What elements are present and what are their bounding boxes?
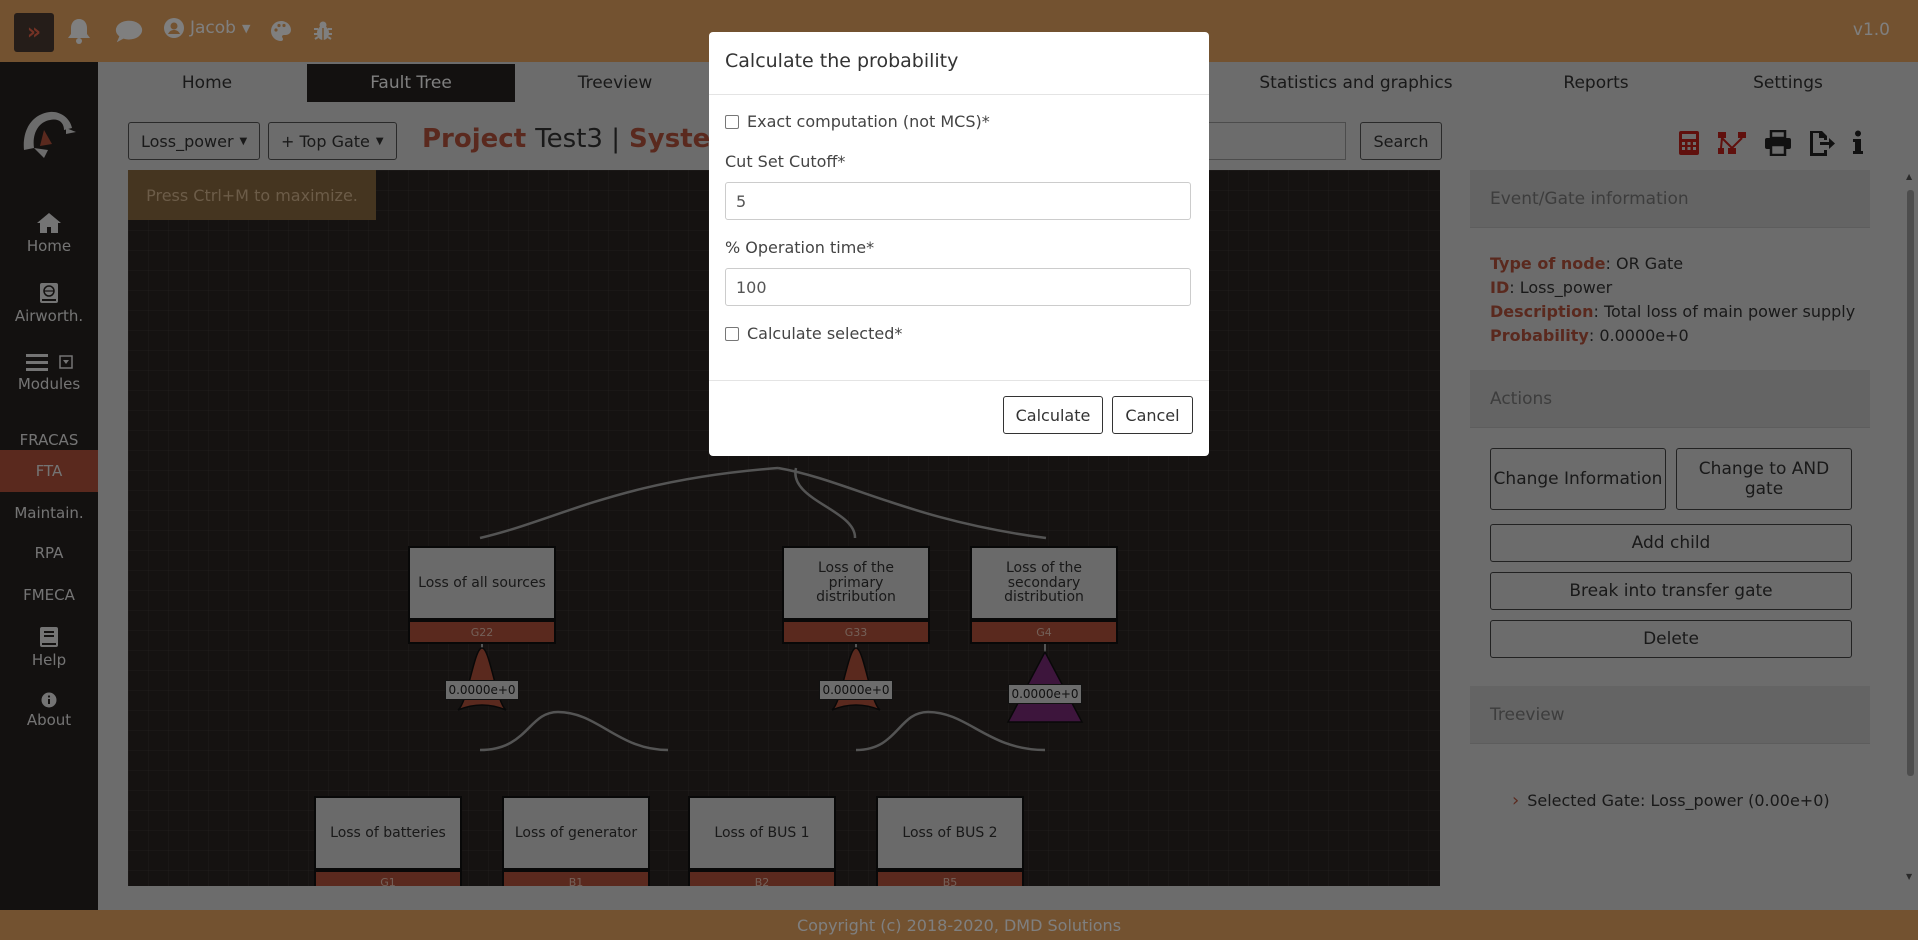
modal-title: Calculate the probability [725, 50, 959, 72]
cutoff-label: Cut Set Cutoff* [725, 152, 846, 171]
calculate-button[interactable]: Calculate [1003, 396, 1103, 434]
cutoff-input[interactable] [725, 182, 1191, 220]
operation-time-label: % Operation time* [725, 238, 875, 257]
modal-footer-divider [709, 380, 1209, 381]
modal-header-divider [709, 94, 1209, 95]
checkbox-box[interactable] [725, 114, 739, 129]
operation-time-input[interactable] [725, 268, 1191, 306]
checkbox-box[interactable] [725, 326, 739, 341]
calculate-probability-modal: Calculate the probability Exact computat… [709, 32, 1209, 456]
exact-computation-checkbox[interactable]: Exact computation (not MCS)* [725, 112, 990, 131]
cancel-button[interactable]: Cancel [1112, 396, 1193, 434]
calculate-selected-checkbox[interactable]: Calculate selected* [725, 324, 902, 343]
